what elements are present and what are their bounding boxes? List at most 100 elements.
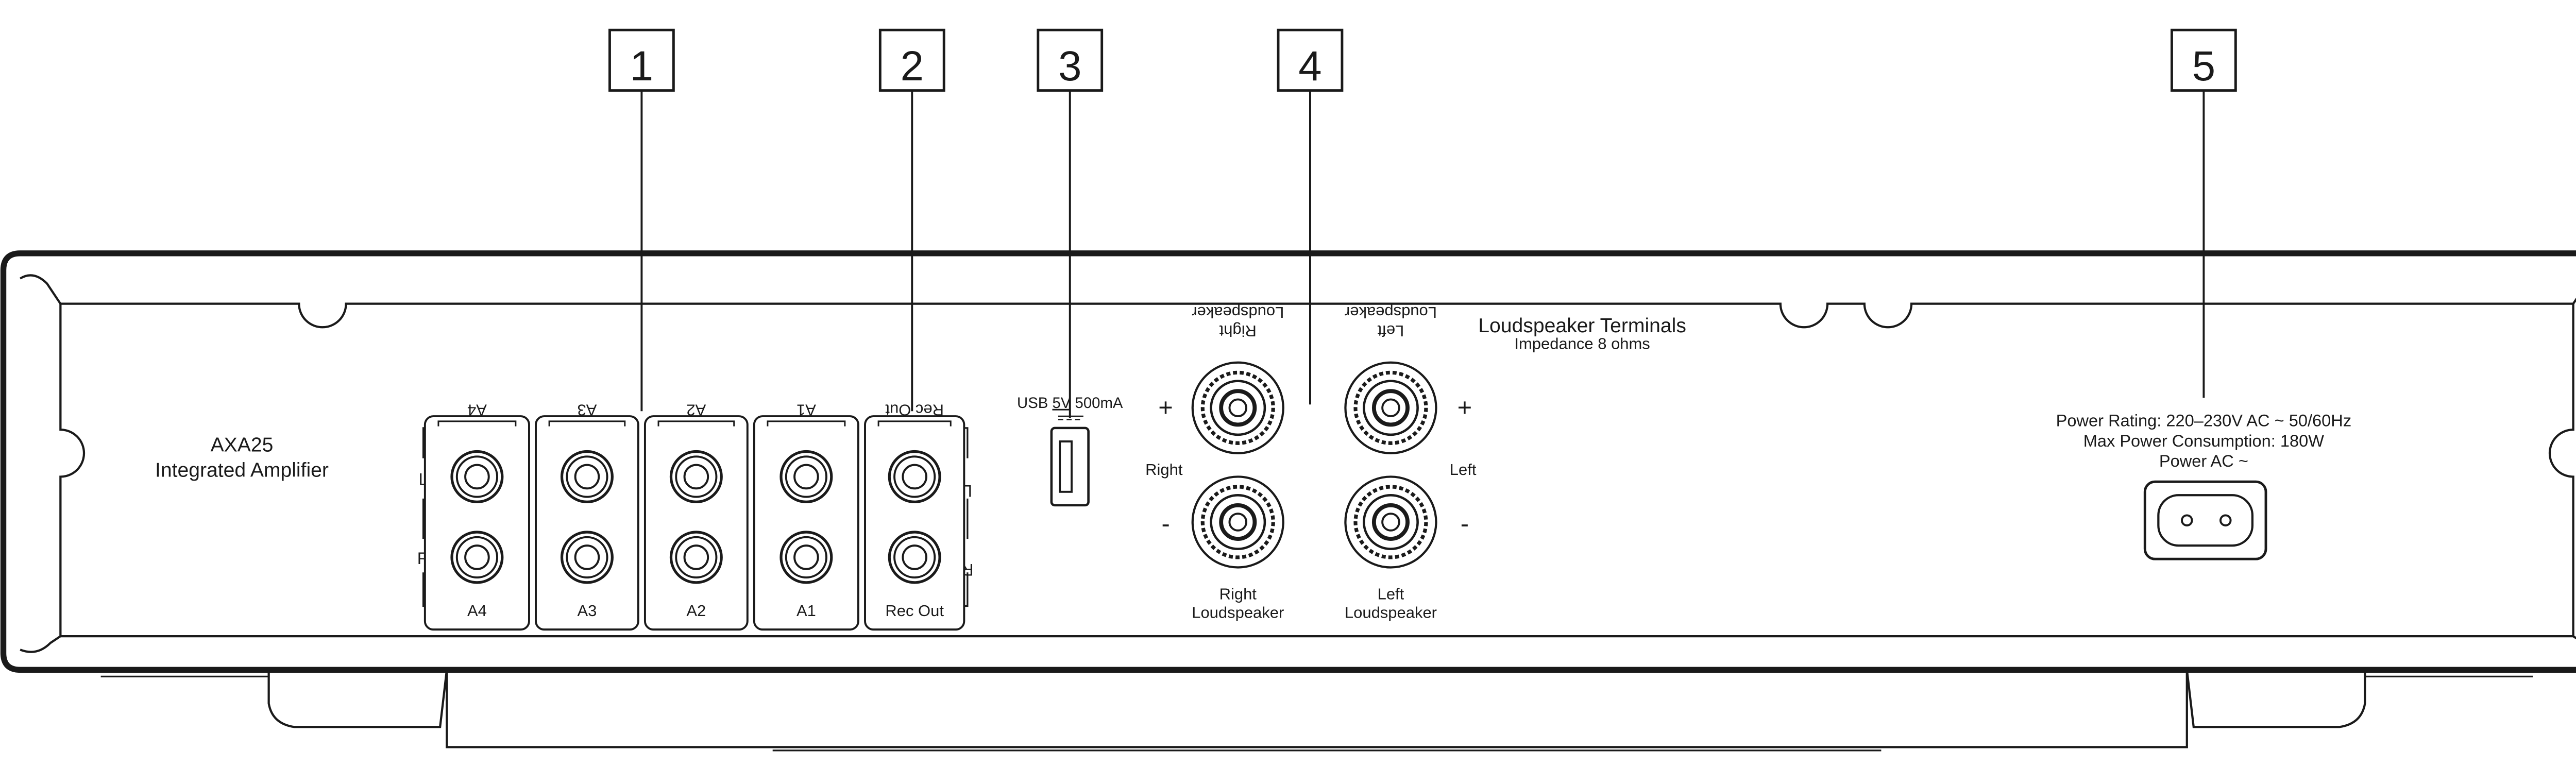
rca-jack-right[interactable] bbox=[888, 531, 941, 584]
rca-column-frame bbox=[535, 415, 639, 631]
right-speaker-upside-line1: Loudspeaker bbox=[1192, 303, 1284, 321]
callout-4: 4 bbox=[1277, 28, 1344, 405]
callout-4-number: 4 bbox=[1298, 43, 1321, 90]
power-ac-text: Power AC bbox=[2159, 451, 2234, 470]
base-left-foot bbox=[267, 670, 448, 728]
rca-column-frame bbox=[864, 415, 965, 631]
usb-label-voltage: 5V bbox=[1053, 395, 1071, 412]
power-ac-label: Power AC ~ bbox=[2159, 451, 2248, 470]
corner-tab-bottom-right bbox=[2572, 635, 2576, 640]
model-label: AXA25 Integrated Amplifier bbox=[155, 434, 329, 482]
rca-jack-right[interactable] bbox=[779, 531, 833, 584]
power-inlet-pin-right bbox=[2219, 514, 2232, 526]
left-side-label: Left bbox=[1450, 461, 1477, 479]
base-plate bbox=[446, 670, 2188, 748]
rca-column-top-bracket bbox=[548, 420, 626, 427]
power-section: Power Rating: 220–230V AC ~ 50/60Hz Max … bbox=[2056, 411, 2351, 560]
rca-jack-left[interactable] bbox=[888, 450, 941, 503]
chassis-outer-rim bbox=[0, 250, 2576, 673]
rca-column-frame bbox=[423, 415, 530, 631]
usb-label: USB 5V 500mA bbox=[1017, 395, 1123, 412]
rca-column-top-bracket bbox=[657, 420, 735, 427]
rca-column-top-label: Rec Out bbox=[885, 401, 944, 419]
callout-2-box bbox=[878, 28, 945, 92]
corner-tab-top-left bbox=[20, 274, 62, 304]
right-speaker-upside-line2: Right bbox=[1219, 322, 1257, 340]
rca-column-top-label: A4 bbox=[467, 401, 487, 419]
right-side-label: Right bbox=[1145, 461, 1183, 479]
left-positive-binding-post[interactable] bbox=[1344, 361, 1437, 454]
rca-column-bottom-label: A3 bbox=[577, 602, 597, 620]
callout-3: 3 bbox=[1037, 28, 1104, 418]
corner-tab-bottom-left bbox=[20, 635, 61, 653]
rca-right-channel-L-label: L bbox=[963, 482, 972, 501]
right-minus-sign: - bbox=[1161, 510, 1170, 538]
rca-jack-left[interactable] bbox=[450, 450, 504, 503]
usb-port-tongue bbox=[1059, 440, 1073, 493]
callout-2-number: 2 bbox=[901, 43, 924, 90]
right-plus-sign: + bbox=[1158, 394, 1173, 422]
right-speaker-bottom-line1: Right bbox=[1219, 585, 1257, 603]
left-speaker-bottom-line2: Loudspeaker bbox=[1345, 603, 1437, 621]
rca-column-bottom-label: A1 bbox=[796, 602, 816, 620]
rca-column-bottom-label: Rec Out bbox=[885, 602, 944, 620]
rca-jack-left[interactable] bbox=[560, 450, 614, 503]
corner-tab-top-right bbox=[2572, 297, 2576, 304]
left-negative-binding-post[interactable] bbox=[1344, 475, 1437, 569]
callout-5-number: 5 bbox=[2192, 43, 2215, 90]
callout-5: 5 bbox=[2170, 28, 2237, 398]
rca-jack-right[interactable] bbox=[450, 531, 504, 584]
left-plus-sign: + bbox=[1458, 394, 1472, 422]
rca-column-top-label: A1 bbox=[796, 401, 816, 419]
usb-label-current: 500mA bbox=[1075, 395, 1123, 412]
rca-column-bottom-label: A4 bbox=[467, 602, 487, 620]
rca-column-top-bracket bbox=[877, 420, 952, 427]
callout-2: 2 bbox=[878, 28, 945, 412]
power-consumption: Max Power Consumption: 180W bbox=[2083, 431, 2325, 450]
power-inlet-socket bbox=[2157, 494, 2254, 547]
power-inlet-pin-left bbox=[2181, 514, 2193, 526]
usb-label-prefix: USB bbox=[1017, 395, 1048, 412]
left-speaker-upside-line2: Left bbox=[1377, 322, 1404, 340]
callout-1-number: 1 bbox=[630, 43, 653, 90]
left-minus-sign: - bbox=[1461, 510, 1469, 538]
ac-symbol-icon: ~ bbox=[2239, 451, 2248, 470]
rca-column-frame bbox=[643, 415, 749, 631]
callout-3-number: 3 bbox=[1058, 43, 1081, 90]
left-speaker-upside-line1: Loudspeaker bbox=[1345, 303, 1437, 321]
right-speaker-bottom-line2: Loudspeaker bbox=[1192, 603, 1284, 621]
rca-jack-right[interactable] bbox=[669, 531, 723, 584]
rca-column-top-bracket bbox=[767, 420, 846, 427]
rca-jack-left[interactable] bbox=[779, 450, 833, 503]
chassis-inner-panel bbox=[59, 302, 2574, 638]
binding-posts bbox=[1191, 361, 1437, 569]
callouts: 1 2 3 4 5 bbox=[608, 28, 2237, 418]
rca-column-top-bracket bbox=[437, 420, 517, 427]
rca-jack-left[interactable] bbox=[669, 450, 723, 503]
speaker-terminals-impedance: Impedance 8 ohms bbox=[1514, 335, 1650, 353]
rca-column-bottom-label: A2 bbox=[686, 602, 706, 620]
speaker-terminals: Loudspeaker Terminals Impedance 8 ohms L… bbox=[1145, 303, 1686, 621]
model-name: AXA25 bbox=[211, 434, 274, 456]
rca-jack-right[interactable] bbox=[560, 531, 614, 584]
right-positive-binding-post[interactable] bbox=[1191, 361, 1284, 454]
chassis bbox=[0, 250, 2576, 752]
rca-column-top-label: A3 bbox=[577, 401, 597, 419]
model-subtitle: Integrated Amplifier bbox=[155, 459, 329, 481]
usb-section: USB 5V 500mA bbox=[1017, 395, 1123, 507]
callout-1: 1 bbox=[608, 28, 675, 412]
left-speaker-bottom-line1: Left bbox=[1378, 585, 1404, 603]
base-right-foot bbox=[2185, 670, 2366, 728]
rca-column-top-label: A2 bbox=[686, 401, 706, 419]
power-rating: Power Rating: 220–230V AC ~ 50/60Hz bbox=[2056, 411, 2351, 430]
rca-column-frame bbox=[753, 415, 859, 631]
right-negative-binding-post[interactable] bbox=[1191, 475, 1284, 569]
